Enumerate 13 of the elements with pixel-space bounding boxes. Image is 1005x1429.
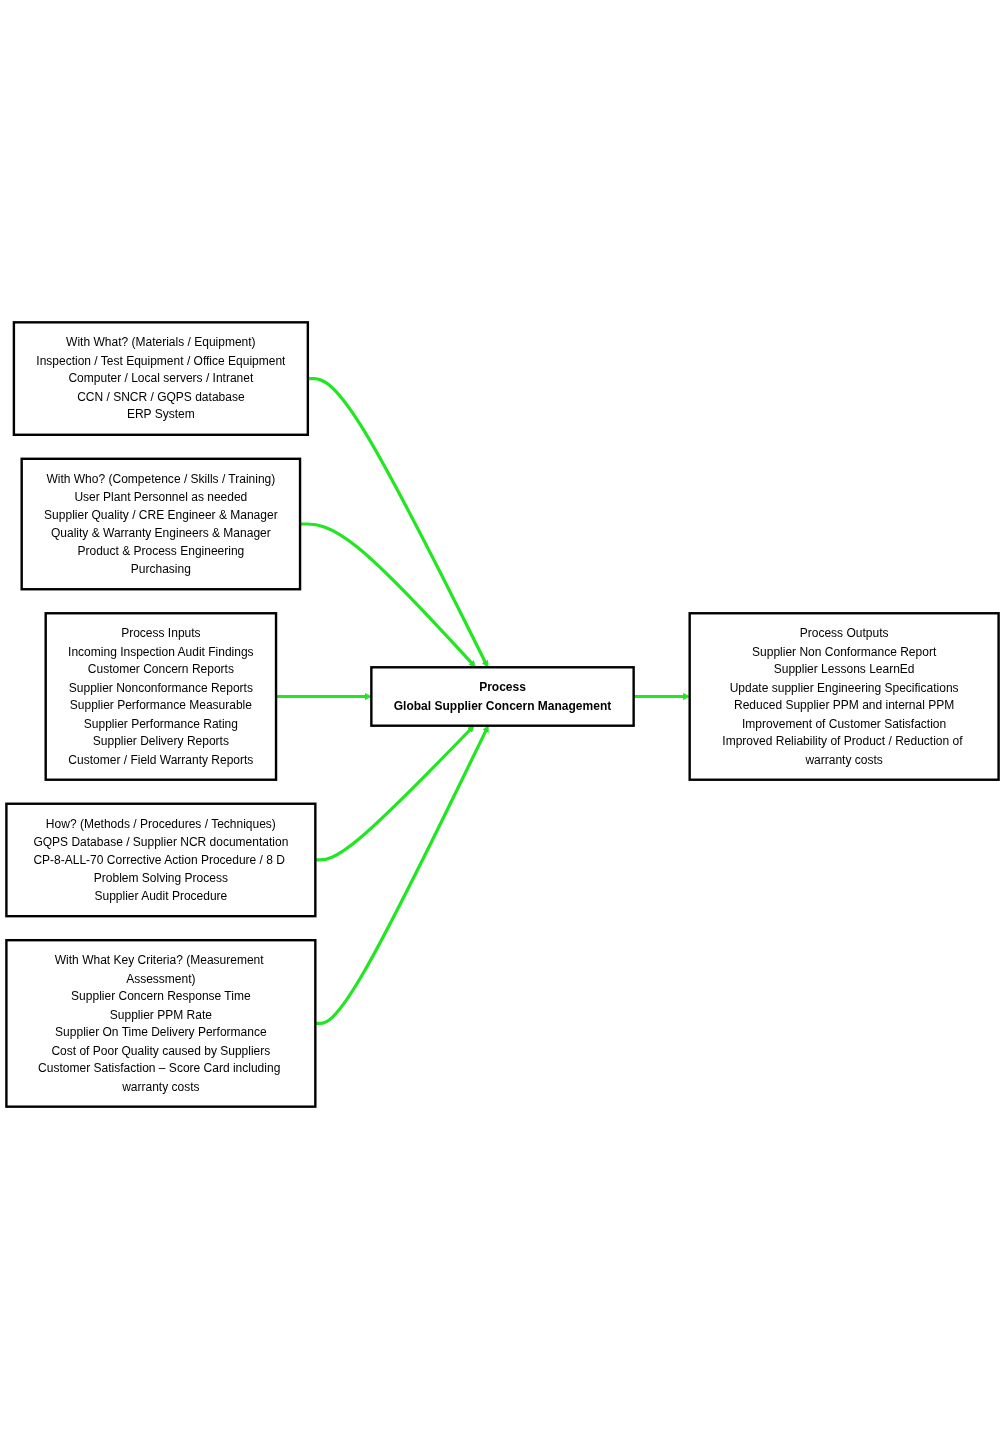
arrow xyxy=(633,692,690,700)
arrow xyxy=(300,522,476,668)
arrow xyxy=(315,725,475,862)
arrow xyxy=(315,725,489,1026)
node-box: Process Outputs Supplier Non Conformance Report Supplier Lessons LearnEd Update supplier Engineering Specifications Reduced Supplier PPM and internal PPM Improvement of Customer Satisfaction Improved Reliability of Product / Reduction of warranty costs xyxy=(688,612,1000,781)
node-box: Process Global Supplier Concern Management xyxy=(370,666,635,727)
node-box: Process Inputs Incoming Inspection Audit Findings Customer Concern Reports Supplier Nonconformance Reports Supplier Performance Measurable Supplier Performance Rating Supplier Delivery Reports Customer / Field Warranty Reports xyxy=(44,612,278,781)
node-box: With What? (Materials / Equipment) Inspection / Test Equipment / Office Equipment Computer / Local servers / Intranet CCN / SNCR / GQPS database ERP System xyxy=(12,321,310,436)
arrow xyxy=(307,376,489,668)
arrow xyxy=(276,692,372,700)
node-box: With What Key Criteria? (Measurement Assessment) Supplier Concern Response Time Supplier PPM Rate Supplier On Time Delivery Performance Cost of Poor Quality caused by Suppliers Customer Satisfaction – Score Card including warranty costs xyxy=(5,939,317,1108)
node-box: How? (Methods / Procedures / Techniques) GQPS Database / Supplier NCR documentation CP-8-ALL-70 Corrective Action Procedure / 8 D Problem Solving Process Supplier Audit Procedure xyxy=(5,802,317,918)
node-box: With Who? (Competence / Skills / Training) User Plant Personnel as needed Supplier Quality / CRE Engineer & Manager Quality & Warranty Engineers & Manager Product & Process Engineering Purchasing xyxy=(20,457,302,591)
